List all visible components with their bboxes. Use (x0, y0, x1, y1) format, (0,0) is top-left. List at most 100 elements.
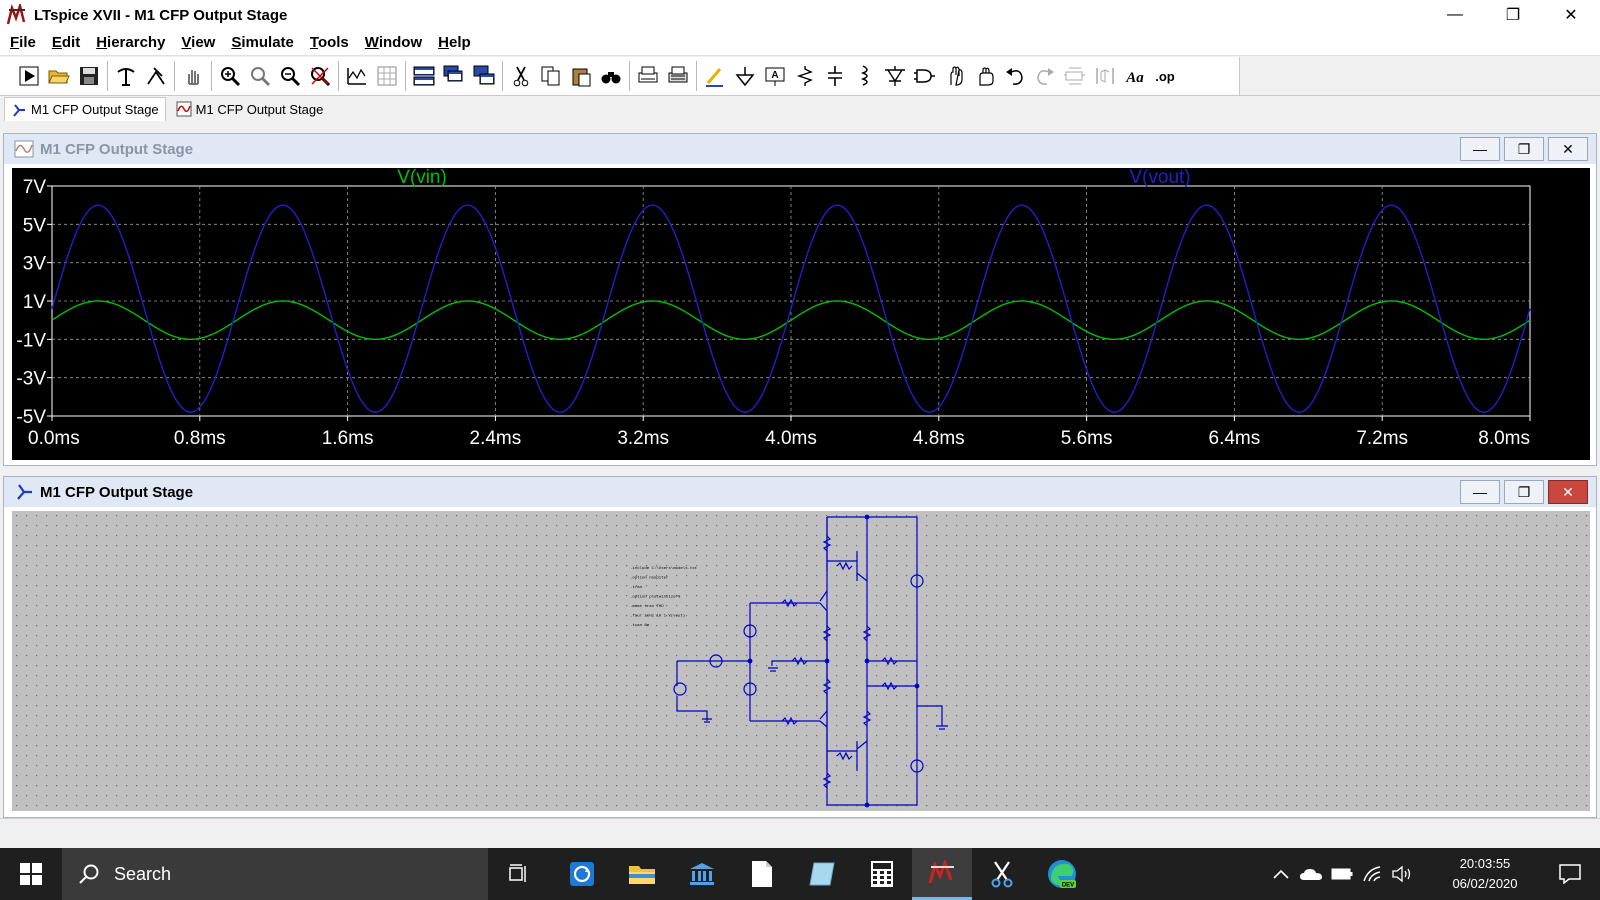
waveform-minimize-button[interactable]: — (1460, 137, 1500, 161)
action-center-button[interactable] (1540, 848, 1600, 900)
draw-wire-button[interactable] (700, 61, 730, 91)
tab-waveform[interactable]: M1 CFP Output Stage (170, 97, 330, 121)
redo-button[interactable] (1030, 61, 1060, 91)
drag-button[interactable] (970, 61, 1000, 91)
toolbar-separator (696, 61, 697, 91)
tray-battery[interactable] (1328, 848, 1356, 900)
schematic-maximize-button[interactable]: ❐ (1504, 480, 1544, 504)
menu-tools[interactable]: Tools (309, 34, 349, 51)
mirror-button[interactable] (1090, 61, 1120, 91)
copy-button[interactable] (536, 61, 566, 91)
print-setup-button[interactable] (663, 61, 693, 91)
grid-button[interactable] (372, 61, 402, 91)
minimize-button[interactable]: — (1447, 6, 1463, 23)
spice-directive-icon: .op (1155, 69, 1175, 84)
taskbar-search-box[interactable]: Search (62, 848, 488, 900)
resistor (791, 656, 808, 666)
inductor-icon (860, 65, 868, 86)
menu-edit[interactable]: Edit (51, 34, 81, 51)
schematic-close-button[interactable]: ✕ (1548, 480, 1588, 504)
halt-button[interactable] (141, 61, 171, 91)
taskbar-app-edge-dev[interactable]: DEV (1032, 848, 1092, 900)
undo-button[interactable] (1000, 61, 1030, 91)
text-button[interactable]: Aa (1120, 61, 1150, 91)
schematic-window-titlebar[interactable]: M1 CFP Output Stage — ❐ ✕ (4, 477, 1596, 507)
taskbar-app-file-explorer[interactable] (612, 848, 672, 900)
diode-button[interactable] (880, 61, 910, 91)
waveform-close-button[interactable]: ✕ (1548, 137, 1588, 161)
legend-entry[interactable]: V(vin) (397, 167, 447, 188)
tray-overflow-button[interactable] (1268, 848, 1294, 900)
taskbar-clock[interactable]: 20:03:55 06/02/2020 (1440, 854, 1530, 894)
waveform-icon (176, 101, 192, 117)
cascade-button[interactable] (439, 61, 469, 91)
menu-simulate[interactable]: Simulate (231, 34, 294, 51)
close-button[interactable]: ✕ (1564, 7, 1578, 24)
run-button[interactable] (14, 61, 44, 91)
pan-button[interactable] (178, 61, 208, 91)
print-button[interactable] (633, 61, 663, 91)
tray-onedrive[interactable] (1296, 848, 1326, 900)
tile-horizontal-button[interactable] (409, 61, 439, 91)
save-button[interactable] (74, 61, 104, 91)
zoom-in-button[interactable] (215, 61, 245, 91)
tab-schematic[interactable]: M1 CFP Output Stage (4, 97, 166, 121)
spice-directives[interactable]: .include C:\Users\models.txt.option noop… (630, 566, 697, 628)
open-button[interactable] (44, 61, 74, 91)
zoom-out-button[interactable] (275, 61, 305, 91)
rotate-button[interactable] (1060, 61, 1090, 91)
maximize-button[interactable]: ❐ (1505, 7, 1521, 24)
task-view-button[interactable] (488, 848, 548, 900)
label-net-button[interactable]: A (760, 61, 790, 91)
taskbar-app-calculator[interactable] (852, 848, 912, 900)
inductor-button[interactable] (850, 61, 880, 91)
autorange-button[interactable] (342, 61, 372, 91)
menu-help[interactable]: Help (438, 34, 471, 51)
cut-button[interactable] (506, 61, 536, 91)
menu-file[interactable]: File (10, 34, 36, 51)
taskbar-app-bank[interactable] (672, 848, 732, 900)
taskbar-app-snipping-tool[interactable] (972, 848, 1032, 900)
wire (802, 590, 828, 612)
toolbar-separator (107, 61, 108, 91)
spice-directive-button[interactable]: .op (1150, 61, 1180, 91)
x-tick-label: 3.2ms (617, 428, 669, 449)
mirror-icon (1096, 68, 1114, 84)
toolbar-separator (211, 61, 212, 91)
capacitor-button[interactable] (820, 61, 850, 91)
menu-view[interactable]: View (181, 34, 216, 51)
start-button[interactable] (0, 848, 62, 900)
tray-volume[interactable] (1388, 848, 1416, 900)
draw-wire-icon (706, 68, 723, 87)
sync-icon (570, 862, 594, 886)
series-line[interactable] (51, 204, 1531, 413)
component-button[interactable] (910, 61, 940, 91)
legend-entry[interactable]: V(vout) (1129, 167, 1190, 188)
tile-vertical-button[interactable] (469, 61, 499, 91)
schematic-minimize-button[interactable]: — (1460, 480, 1500, 504)
taskbar-app-ltspice[interactable] (912, 848, 972, 900)
schematic-canvas[interactable]: .include C:\Users\models.txt.option noop… (12, 511, 1590, 811)
tray-wifi[interactable] (1358, 848, 1386, 900)
waveform-maximize-button[interactable]: ❐ (1504, 137, 1544, 161)
taskbar-app-sync[interactable] (552, 848, 612, 900)
paste-button[interactable] (566, 61, 596, 91)
waveform-window-titlebar[interactable]: M1 CFP Output Stage — ❐ ✕ (4, 134, 1596, 164)
schematic-drawing[interactable]: .include C:\Users\models.txt.option noop… (12, 511, 1590, 811)
menu-window[interactable]: Window (364, 34, 423, 51)
menu-hierarchy[interactable]: Hierarchy (96, 34, 166, 51)
zoom-area-button[interactable] (245, 61, 275, 91)
ground (702, 718, 712, 723)
taskbar-app-file[interactable] (732, 848, 792, 900)
move-button[interactable] (940, 61, 970, 91)
find-button[interactable] (596, 61, 626, 91)
taskbar-app-notepad[interactable] (792, 848, 852, 900)
junction (864, 514, 870, 520)
zoom-fit-button[interactable] (305, 61, 335, 91)
resistor-button[interactable] (790, 61, 820, 91)
series-line[interactable] (51, 300, 1531, 341)
control-panel-button[interactable] (111, 61, 141, 91)
ground-button[interactable] (730, 61, 760, 91)
